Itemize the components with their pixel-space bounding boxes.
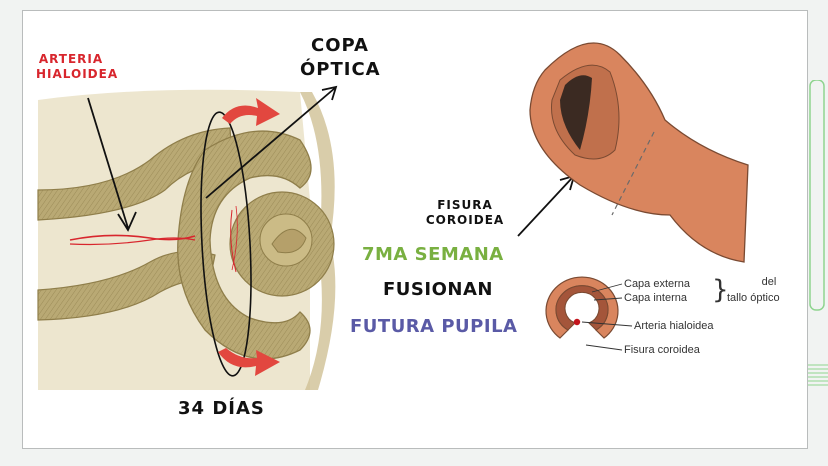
tallo-optico-label: tallo óptico (727, 292, 780, 304)
capa-interna-label: Capa interna (624, 292, 687, 304)
copa-optica-label: COPA ÓPTICA (300, 35, 381, 80)
label-leader-lines (581, 283, 633, 351)
semana-label: 7MA SEMANA (362, 244, 504, 265)
del-label: del (761, 276, 777, 288)
optic-cup-3d (529, 42, 749, 263)
side-decoration (808, 80, 828, 386)
brace-symbol: } (712, 275, 729, 305)
capa-externa-label: Capa externa (624, 278, 691, 290)
dias-label: 34 DÍAS (178, 398, 265, 419)
stalk-cross-section (545, 276, 619, 339)
top-red-arrow (222, 98, 280, 126)
pointer-arrows (87, 85, 576, 237)
arteria-hialoidea-label: ARTERIA HIALOIDEA (36, 52, 119, 81)
bottom-red-arrow (218, 348, 280, 376)
fisura-coroidea-section-label: Fisura coroidea (624, 344, 700, 356)
futura-pupila-label: FUTURA PUPILA (350, 316, 518, 337)
fusionan-label: FUSIONAN (383, 279, 493, 300)
fisura-coroidea-label: FISURA COROIDEA (425, 198, 505, 227)
optic-cup-section (37, 89, 336, 390)
arteria-hialoidea-section-label: Arteria hialoidea (634, 320, 714, 332)
